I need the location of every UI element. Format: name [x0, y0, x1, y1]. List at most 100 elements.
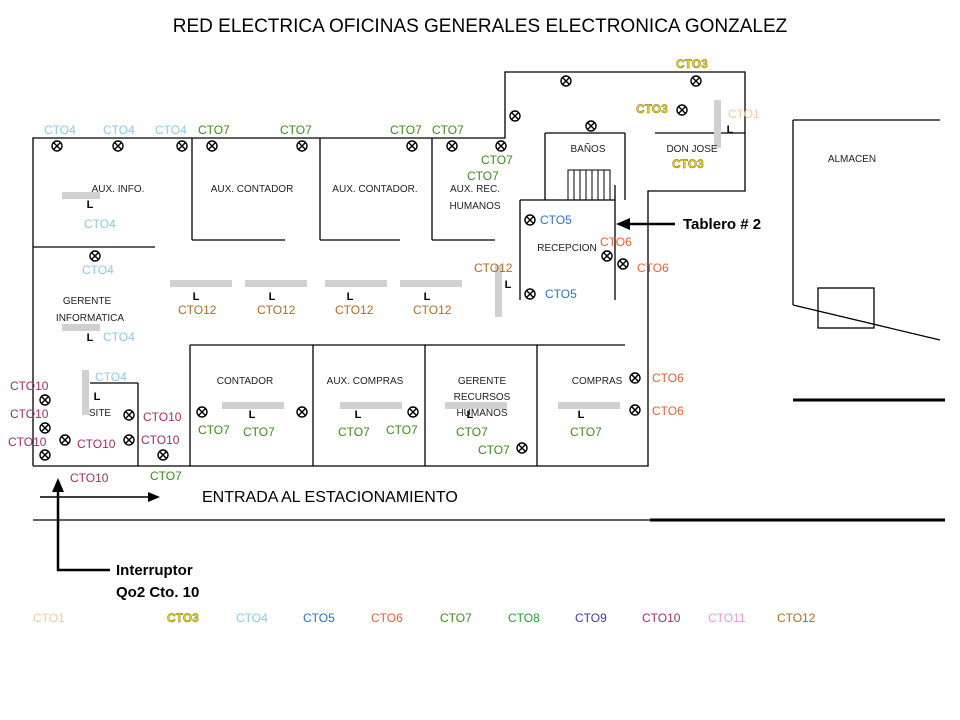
switch-label-line2: Qo2 Cto. 10	[116, 584, 199, 601]
svg-text:L: L	[193, 291, 200, 303]
svg-text:L: L	[87, 199, 94, 211]
cto-label: CTO10	[10, 407, 49, 421]
cto-label: CTO7	[478, 443, 510, 457]
cto-label: CTO7	[198, 423, 230, 437]
cto-label: CTO10	[143, 410, 182, 424]
cto-label: CTO6	[637, 261, 669, 275]
room-aux-rec: AUX. REC.	[450, 184, 500, 195]
cto-label: CTO7	[570, 425, 602, 439]
cto-label: CTO3	[672, 157, 704, 171]
lamp-symbols: L L L L L L L L L L L L L	[87, 124, 734, 421]
legend-item: CTO12	[777, 611, 816, 625]
room-aux-contador-2: AUX. CONTADOR.	[332, 184, 417, 195]
room-site: SITE	[89, 408, 112, 419]
room-aux-compras: AUX. COMPRAS	[327, 376, 404, 387]
circuit-labels: CTO4 CTO4 CTO4 CTO7 CTO7 CTO7 CTO7 CTO3 …	[8, 57, 760, 485]
legend-item: CTO3	[167, 611, 199, 625]
cto-label: CTO10	[70, 471, 109, 485]
cto-label: CTO7	[280, 123, 312, 137]
cto-label: CTO7	[386, 423, 418, 437]
entrance: ENTRADA AL ESTACIONAMIENTO	[40, 489, 458, 506]
cto-label: CTO12	[413, 303, 452, 317]
room-aux-info: AUX. INFO.	[92, 184, 145, 195]
cto-label: CTO4	[84, 217, 116, 231]
cto-label: CTO3	[636, 102, 668, 116]
room-aux-contador-1: AUX. CONTADOR	[211, 184, 294, 195]
svg-text:L: L	[94, 391, 101, 403]
svg-text:L: L	[467, 409, 474, 421]
lamp-gerente	[62, 324, 100, 331]
legend-item: CTO11	[708, 611, 746, 625]
legend-item: CTO4	[236, 611, 268, 625]
entrance-label: ENTRADA AL ESTACIONAMIENTO	[202, 489, 458, 506]
cto-label: CTO7	[467, 169, 499, 183]
room-compras: COMPRAS	[572, 376, 623, 387]
svg-text:L: L	[727, 124, 734, 136]
room-grh-2: RECURSOS	[454, 392, 511, 403]
svg-text:L: L	[87, 332, 94, 344]
room-grh-3: HUMANOS	[456, 408, 507, 419]
room-labels: AUX. INFO. AUX. CONTADOR AUX. CONTADOR. …	[56, 142, 876, 419]
cto-label: CTO10	[77, 437, 116, 451]
cto-label: CTO4	[95, 370, 127, 384]
tablero-label: Tablero # 2	[683, 216, 761, 233]
cto-label: CTO3	[676, 57, 708, 71]
svg-text:L: L	[249, 409, 256, 421]
walls	[32, 71, 945, 522]
svg-text:L: L	[269, 291, 276, 303]
cto-label: CTO4	[103, 123, 135, 137]
cto-label: CTO7	[390, 123, 422, 137]
switch-pointer: Interruptor Qo2 Cto. 10	[52, 478, 199, 601]
cto-label: CTO12	[257, 303, 296, 317]
legend-item: CTO6	[371, 611, 403, 625]
cto-label: CTO12	[335, 303, 374, 317]
cto-label: CTO12	[178, 303, 217, 317]
cto-label: CTO6	[600, 235, 632, 249]
cto-label: CTO4	[82, 263, 114, 277]
cto-label: CTO4	[103, 330, 135, 344]
lamp-site	[82, 370, 89, 415]
legend-item: CTO7	[440, 611, 472, 625]
lamp-hall-2	[245, 280, 307, 287]
cto-label: CTO1	[728, 107, 760, 121]
cto-label: CTO10	[141, 433, 180, 447]
lamp-aux-info	[62, 192, 100, 199]
cto-label: CTO7	[432, 123, 464, 137]
legend-item: CTO5	[303, 611, 335, 625]
cto-label: CTO7	[198, 123, 230, 137]
lamp-hall-4	[400, 280, 462, 287]
cto-label: CTO4	[155, 123, 187, 137]
cto-label: CTO12	[474, 261, 513, 275]
cto-label: CTO7	[456, 425, 488, 439]
room-don-jose: DON JOSE	[666, 144, 717, 155]
lamp-hall-1	[170, 280, 232, 287]
switch-label-line1: Interruptor	[116, 562, 193, 579]
lamp-grh	[445, 402, 507, 409]
lamps	[62, 100, 721, 415]
legend-item: CTO8	[508, 611, 540, 625]
legend: CTO1 CTO3 CTO4 CTO5 CTO6 CTO7 CTO8 CTO9 …	[33, 611, 816, 625]
cto-label: CTO10	[8, 435, 47, 449]
room-grh: GERENTE	[458, 376, 507, 387]
svg-text:L: L	[578, 409, 585, 421]
room-contador: CONTADOR	[217, 376, 273, 387]
room-gerente: GERENTE	[63, 296, 112, 307]
legend-item: CTO10	[642, 611, 681, 625]
room-banos: BAÑOS	[570, 142, 605, 155]
room-aux-rec-2: HUMANOS	[449, 201, 500, 212]
lamp-contador	[222, 402, 284, 409]
legend-item: CTO9	[575, 611, 607, 625]
page-title: RED ELECTRICA OFICINAS GENERALES ELECTRO…	[173, 16, 788, 37]
cto-label: CTO6	[652, 371, 684, 385]
cto-label: CTO5	[545, 287, 577, 301]
room-recepcion: RECEPCION	[537, 243, 596, 254]
cto-label: CTO10	[10, 379, 49, 393]
cto-label: CTO7	[481, 153, 513, 167]
lamp-don-jose	[714, 100, 721, 148]
cto-label: CTO6	[652, 404, 684, 418]
svg-text:L: L	[424, 291, 431, 303]
cto-label: CTO4	[44, 123, 76, 137]
cto-label: CTO7	[243, 425, 275, 439]
cto-label: CTO5	[540, 213, 572, 227]
